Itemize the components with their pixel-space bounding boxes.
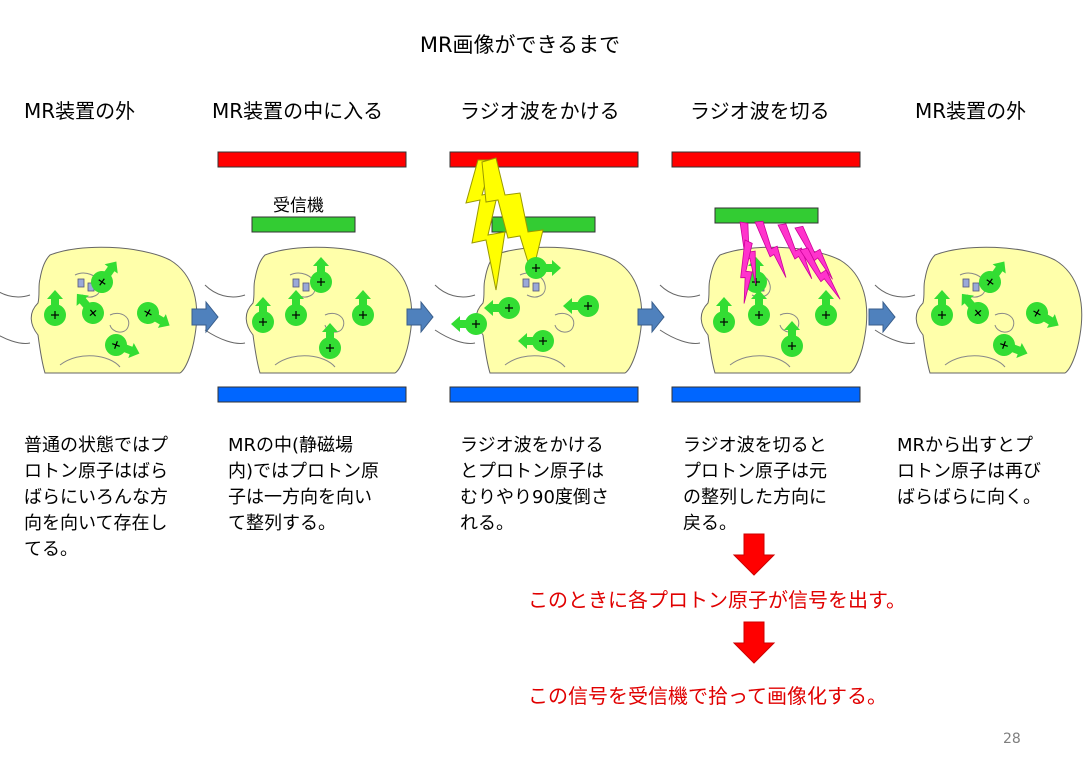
- receiver-coil: [714, 207, 819, 224]
- stage-3-description: ラジオ波をかける とプロトン原子は むりやり90度倒さ れる。: [460, 435, 609, 534]
- magnet-top-2: [217, 151, 407, 168]
- slide-title: MR画像ができるまで: [419, 33, 621, 57]
- magnet-bottom-4: [671, 386, 861, 403]
- flow-arrow-icon: [868, 301, 896, 333]
- down-arrow-icon: [732, 621, 776, 664]
- stage-2-title: MR装置の中に入る: [212, 99, 384, 123]
- signal-note: このときに各プロトン原子が信号を出す。: [528, 588, 906, 612]
- imaging-note: この信号を受信機で拾って画像化する。: [528, 684, 887, 708]
- magnet-top-4: [671, 151, 861, 168]
- stage-3-title: ラジオ波をかける: [460, 99, 620, 123]
- stage-1-title: MR装置の外: [24, 99, 136, 123]
- receiver-coil: [251, 216, 356, 233]
- stage-4-title: ラジオ波を切る: [690, 99, 830, 123]
- magnet-bottom-2: [217, 386, 407, 403]
- stage-5-title: MR装置の外: [915, 99, 1027, 123]
- stage-2-head: [204, 246, 413, 374]
- radio-wave: [465, 157, 544, 291]
- receiver-label: 受信機: [273, 196, 324, 216]
- down-arrow-icon: [732, 533, 776, 576]
- stage-4-description: ラジオ波を切ると プロトン原子は元 の整列した方向に 戻る。: [683, 435, 827, 534]
- magnet-bottom-3: [449, 386, 639, 403]
- stage-5-description: MRから出すとプ ロトン原子は再び ばらばらに向く。: [897, 435, 1041, 508]
- stage-1-description: 普通の状態ではプ ロトン原子はばら ばらにいろんな方 向を向いて存在し てる。: [24, 435, 168, 560]
- slide-number: 28: [1003, 731, 1021, 747]
- stage-2-description: MRの中(静磁場 内)ではプロトン原 子は一方向を向い て整列する。: [228, 435, 380, 534]
